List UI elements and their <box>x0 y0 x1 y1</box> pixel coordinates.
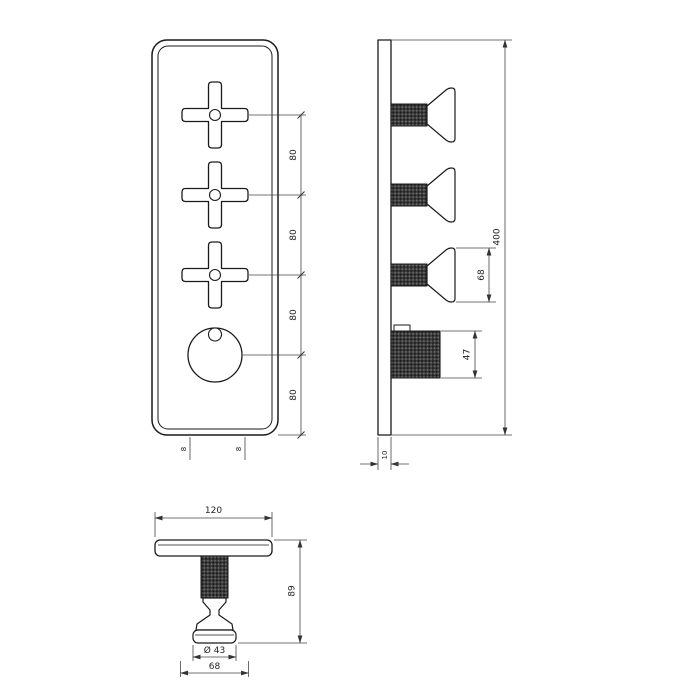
dim-10: 10 <box>360 437 409 470</box>
side-view: 400 68 47 10 <box>360 39 512 470</box>
dim-label-spacing-3: 80 <box>289 309 299 321</box>
plan-handle-stem-knurled <box>200 555 229 599</box>
dim-89: 89 <box>238 539 307 644</box>
plan-handle-base <box>192 629 237 644</box>
front-view: 80 80 80 80 8 8 <box>151 39 306 460</box>
handle-flare <box>426 87 456 143</box>
plan-handle <box>192 555 237 644</box>
dim-68-bottom: 68 <box>180 661 249 677</box>
dim-label-400: 400 <box>493 228 503 245</box>
dim-label-68-bottom: 68 <box>209 662 221 672</box>
leader-lines <box>243 114 306 436</box>
dim-diameter-43: Ø 43 <box>192 645 237 661</box>
dim-400: 400 <box>391 39 512 436</box>
dim-label-68-handle: 68 <box>477 269 487 281</box>
bottom-mark-label-1: 8 <box>180 447 188 451</box>
handle-stem-knurled <box>390 183 428 207</box>
dim-label-89: 89 <box>288 585 298 597</box>
dim-68-handle: 68 <box>456 247 496 303</box>
handle-flare <box>426 167 456 223</box>
dim-label-spacing-2: 80 <box>289 229 299 241</box>
dim-label-diameter-43: Ø 43 <box>204 645 225 656</box>
dim-label-spacing-1: 80 <box>289 149 299 161</box>
bottom-view: 120 89 Ø 43 68 <box>154 506 307 677</box>
faceplate-inner-line <box>157 45 273 430</box>
dim-label-120: 120 <box>205 506 222 516</box>
knob-knurled-body <box>390 330 441 379</box>
side-faceplate <box>377 39 392 436</box>
front-bottom-marks: 8 8 <box>180 437 246 460</box>
dim-ticks <box>297 111 305 439</box>
dim-47: 47 <box>441 330 482 379</box>
front-dimension-chain: 80 80 80 80 <box>289 111 305 439</box>
side-handle-1 <box>390 87 456 143</box>
side-handle-2 <box>390 167 456 223</box>
dim-label-spacing-4: 80 <box>289 389 299 401</box>
dim-label-47: 47 <box>463 349 473 360</box>
dim-label-10: 10 <box>381 451 389 460</box>
side-handle-3 <box>390 247 456 303</box>
faceplate-outline <box>151 39 279 436</box>
bottom-mark-label-2: 8 <box>235 447 243 451</box>
handle-stem-knurled <box>390 103 428 127</box>
side-thermostat-knob <box>390 324 441 379</box>
knob-button <box>207 327 223 342</box>
dim-120: 120 <box>154 506 273 537</box>
handle-flare <box>426 247 456 303</box>
handle-stem-knurled <box>390 263 428 287</box>
plan-handle-flare <box>195 597 234 631</box>
plan-faceplate <box>154 539 273 557</box>
